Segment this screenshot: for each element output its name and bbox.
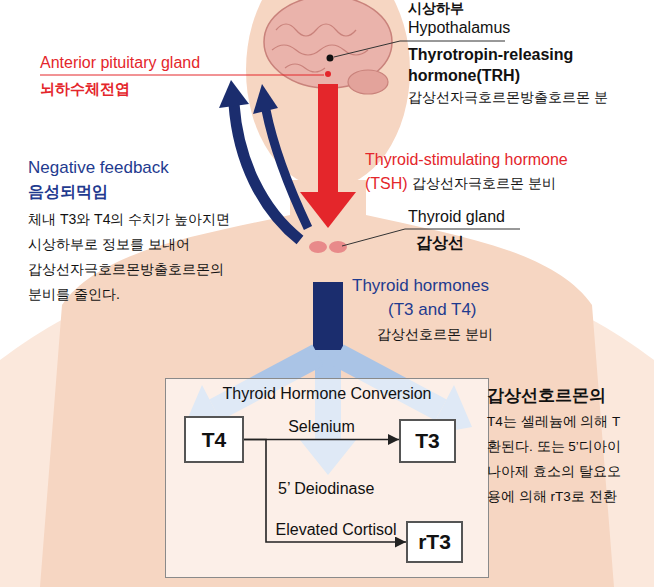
organ-name: 시상하부 xyxy=(408,0,464,17)
side-note: 용에 의해 rT3로 전환 xyxy=(487,489,617,505)
side-note: 나아제 효소의 탈요오 xyxy=(487,464,621,480)
hormone-note: 갑상선자극호르몬 분비 xyxy=(412,175,556,192)
edge-label: Elevated Cortisol xyxy=(276,520,397,539)
pituitary-leader xyxy=(40,75,324,76)
conversion-arrow xyxy=(244,440,406,543)
conversion-panel: Thyroid Hormone ConversionT4 T3 rT3 xyxy=(165,378,489,578)
hormone-label: T3 xyxy=(415,429,440,453)
organ-name: Hypothalamus xyxy=(408,18,510,37)
pituitary-dot xyxy=(325,71,331,77)
organ-name: 갑상선 xyxy=(416,233,464,252)
feedback-arrow-head xyxy=(219,80,249,108)
hormone-name: Thyroid hormones xyxy=(352,276,489,296)
hormone-note: 갑상선자극호르몬방출호르몬 분 xyxy=(408,89,608,106)
brain-folds xyxy=(272,24,368,72)
organ-name: Anterior pituitary gland xyxy=(40,53,200,72)
side-note: T4는 셀레늄에 의해 T xyxy=(487,414,620,430)
hormone-arrow-stem xyxy=(313,282,343,352)
side-note: 환된다. 또는 5’디아이 xyxy=(487,439,621,455)
feedback-arrow-head xyxy=(253,84,278,114)
hormone-label: T4 xyxy=(202,428,227,452)
feedback-note: 체내 T3와 T4의 수치가 높아지면 시상하부로 정보를 보내어 갑상선자극호… xyxy=(28,207,253,307)
organ-name: 뇌하수체전엽 xyxy=(40,80,130,98)
tsh-arrow-shaft xyxy=(318,84,338,194)
side-title: 갑상선호르몬의 xyxy=(487,386,606,406)
organ-name: Thyroid gland xyxy=(408,207,505,226)
feedback-title: Negative feedback xyxy=(28,158,169,178)
feedback-title: 음성되먹임 xyxy=(28,182,108,201)
panel-heading: Thyroid Hormone Conversion xyxy=(166,385,488,403)
enzyme-name: 5’ Deiodinase xyxy=(278,479,374,498)
feedback-arrow xyxy=(266,110,308,228)
panel-ground xyxy=(165,378,489,578)
thyroid-lobe xyxy=(329,241,347,253)
edge-label: Selenium xyxy=(288,417,355,436)
hormone-name: (TSH) xyxy=(365,174,408,193)
hormone-box: T4 xyxy=(184,416,244,463)
hypothalamus-dot xyxy=(327,55,334,62)
hormone-note: 갑상선호르몬 분비 xyxy=(377,326,493,343)
hormone-box: T3 xyxy=(399,419,456,463)
cerebellum xyxy=(348,70,388,94)
hormone-name: Thyrotropin-releasing hormone(TRH) xyxy=(408,44,613,86)
hormone-name: Thyroid-stimulating hormone xyxy=(365,150,568,169)
conversion-arrow xyxy=(244,439,399,441)
thyroid-lobe xyxy=(309,241,327,253)
hormone-label: rT3 xyxy=(418,530,451,554)
hormone-box: rT3 xyxy=(406,521,463,563)
hormone-name: (T3 and T4) xyxy=(388,300,477,320)
